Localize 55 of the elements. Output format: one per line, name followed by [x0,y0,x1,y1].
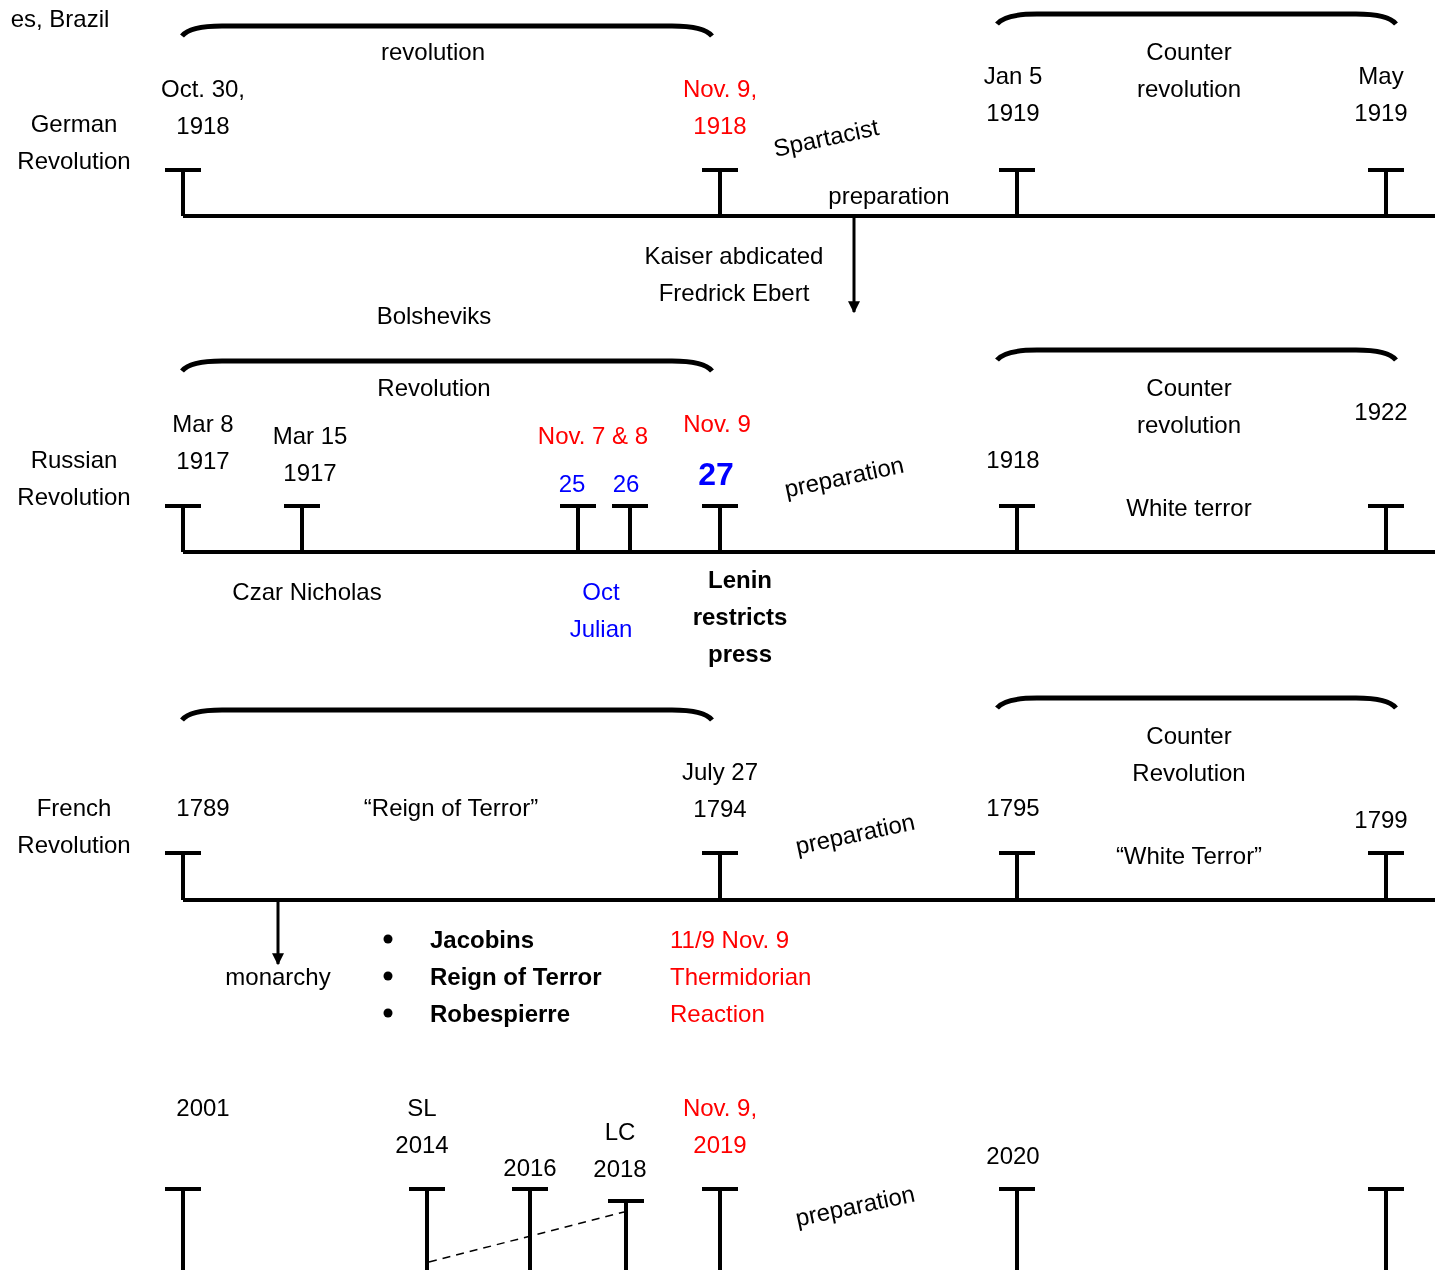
label-text: 2001 [176,1093,230,1123]
label-text: 26 [612,469,640,499]
label-text: Counter Revolution [1131,721,1247,788]
dashed-line [428,1211,625,1263]
label-text: Spartacist [770,112,882,164]
label-text: Reign of Terror [430,962,602,992]
arrow [848,218,860,314]
label-text: French Revolution [16,793,132,860]
arrow [272,902,284,966]
label-text: 2016 [503,1153,557,1183]
timeline-bar [183,898,1435,902]
label-text: revolution [380,37,486,67]
label-text: Jan 5 1919 [982,61,1044,128]
label-text: Nov. 9, 1918 [681,74,759,141]
label-text: German Revolution [16,109,132,176]
label-text: 1918 [986,445,1040,475]
label-text: 1795 [986,793,1040,823]
label-text: 1799 [1354,805,1408,835]
label-text: “White Terror” [1115,841,1263,871]
label-text: Nov. 7 & 8 [537,421,649,451]
label-text: 25 [558,469,586,499]
label-text: Russian Revolution [16,445,132,512]
label-text: Mar 8 1917 [171,409,235,476]
label-text: May 1919 [1353,61,1409,128]
label-text: 1922 [1354,397,1408,427]
label-text: monarchy [225,958,331,995]
label-text: Nov. 9 [683,409,751,439]
label-text: Lenin restricts press [691,565,789,669]
label-text: July 27 1794 [680,757,759,824]
label-text: Revolution [377,373,491,403]
label-text: Jacobins [430,925,535,955]
label-text: es, Brazil [10,4,110,34]
label-text: Nov. 9, 2019 [681,1093,759,1160]
label-text: Kaiser abdicated Fredrick Ebert [643,241,825,308]
label-text: Robespierre [430,999,571,1029]
label-text: Czar Nicholas [232,577,382,607]
timeline-bar [183,550,1435,554]
label-text: White terror [1126,493,1252,523]
timeline-tick [606,1199,646,1270]
label-text: Counter revolution [1135,373,1243,440]
label-text: Mar 15 1917 [271,421,349,488]
label-text: 2020 [986,1141,1040,1171]
label-text: Bolsheviks [376,301,492,331]
timeline-bar [183,214,1435,218]
label-text: 27 [698,456,734,493]
label-text: SL 2014 [394,1093,450,1160]
label-text: Oct. 30, 1918 [159,74,246,141]
label-text: Counter revolution [1135,37,1243,104]
label-text: “Reign of Terror” [363,793,539,823]
timeline-tick [407,1187,447,1270]
label-text: LC 2018 [592,1117,648,1184]
label-text: preparation [828,181,950,211]
label-text: 11/9 Nov. 9 Thermidorian Reaction [670,925,813,1029]
label-text: Oct Julian [568,577,634,644]
label-text: 1789 [176,793,230,823]
